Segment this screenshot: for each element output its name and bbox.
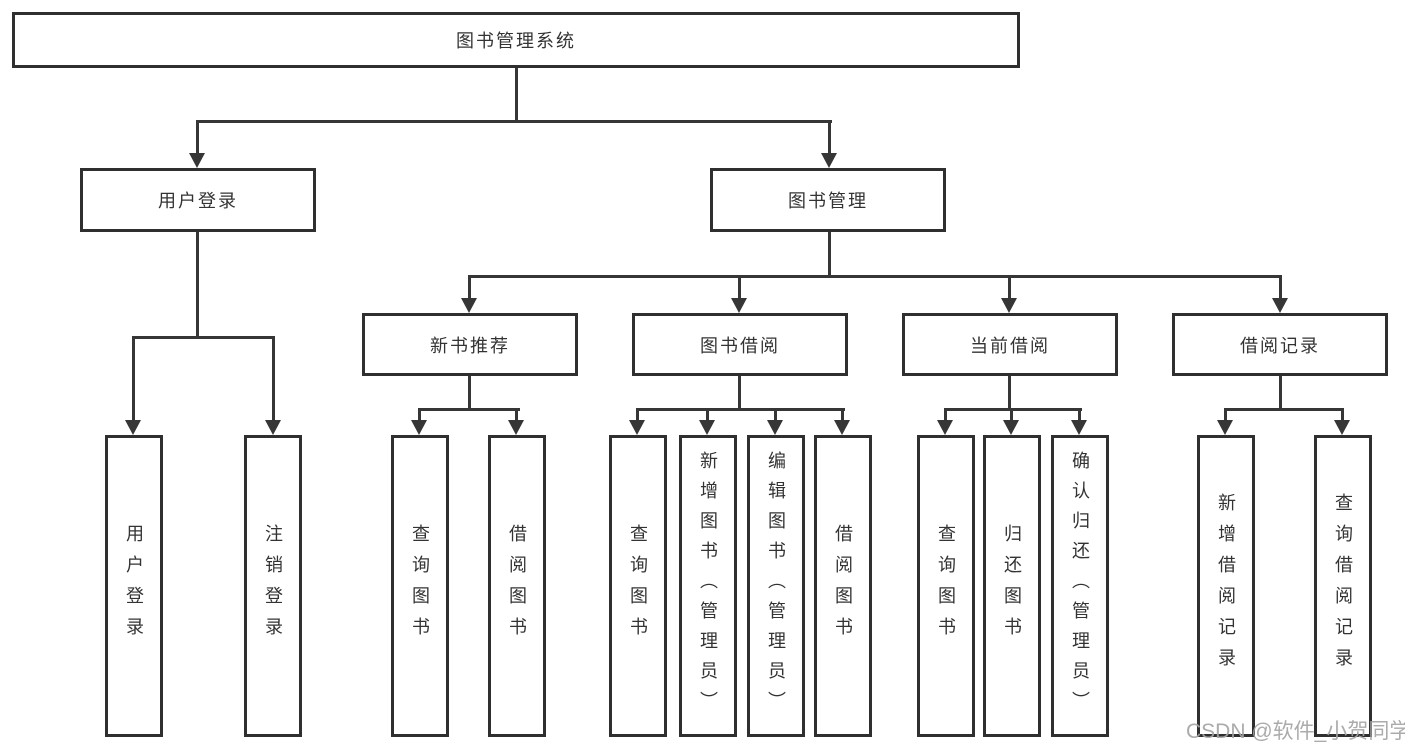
leaf-edit-books-admin-label: 编辑图书（管理员） xyxy=(766,451,786,721)
leaf-borrow-books-recommend-label: 借阅图书 xyxy=(507,524,527,648)
arrowhead-add-record xyxy=(1217,420,1233,435)
connector-drop-user-login xyxy=(196,120,199,154)
leaf-user-login: 用户登录 xyxy=(105,435,163,737)
connector-book-management-rail xyxy=(469,275,1282,278)
arrowhead-return-books xyxy=(1003,420,1019,435)
connector-current-borrowing-rail xyxy=(945,408,1082,411)
node-root-label: 图书管理系统 xyxy=(456,31,576,51)
node-new-book-recommendation: 新书推荐 xyxy=(362,313,578,376)
node-book-borrowing: 图书借阅 xyxy=(632,313,848,376)
node-book-management: 图书管理 xyxy=(710,168,946,232)
leaf-add-books-admin: 新增图书（管理员） xyxy=(679,435,737,737)
leaf-confirm-return-admin-label: 确认归还（管理员） xyxy=(1070,451,1090,721)
leaf-query-books-current-label: 查询图书 xyxy=(936,524,956,648)
arrowhead-leaf-logout xyxy=(265,420,281,435)
connector-drop-borrowing-records xyxy=(1279,275,1282,299)
arrowhead-add-books xyxy=(699,420,715,435)
arrowhead-current-borrowing xyxy=(1001,298,1017,313)
connector-drop-borrow-books-a xyxy=(515,408,518,421)
node-book-borrowing-label: 图书借阅 xyxy=(700,335,780,356)
connector-drop-leaf-user-login xyxy=(132,336,135,421)
connector-new-book-stem xyxy=(468,376,471,408)
connector-drop-confirm-return xyxy=(1078,408,1081,421)
connector-current-borrowing-stem xyxy=(1008,376,1011,408)
leaf-query-books-recommend-label: 查询图书 xyxy=(410,524,430,648)
node-new-book-recommendation-label: 新书推荐 xyxy=(430,335,510,356)
connector-new-book-rail xyxy=(419,408,520,411)
leaf-query-books-borrow-label: 查询图书 xyxy=(628,524,648,648)
arrowhead-query-books-a xyxy=(411,420,427,435)
leaf-edit-books-admin: 编辑图书（管理员） xyxy=(747,435,805,737)
node-current-borrowing: 当前借阅 xyxy=(902,313,1118,376)
arrowhead-borrow-books-b xyxy=(834,420,850,435)
arrowhead-leaf-user-login xyxy=(125,420,141,435)
connector-drop-query-record xyxy=(1341,408,1344,421)
leaf-query-books-borrow: 查询图书 xyxy=(609,435,667,737)
node-book-management-label: 图书管理 xyxy=(788,191,868,211)
connector-user-login-stem xyxy=(196,232,199,336)
connector-drop-edit-books xyxy=(774,408,777,421)
leaf-return-books-label: 归还图书 xyxy=(1002,524,1022,648)
leaf-query-borrow-record-label: 查询借阅记录 xyxy=(1333,493,1353,679)
connector-drop-add-record xyxy=(1224,408,1227,421)
connector-book-borrowing-stem xyxy=(738,376,741,408)
node-borrowing-records: 借阅记录 xyxy=(1172,313,1388,376)
arrowhead-query-books-b xyxy=(629,420,645,435)
arrowhead-new-book xyxy=(461,298,477,313)
leaf-logout-label: 注销登录 xyxy=(263,524,283,648)
leaf-query-borrow-record: 查询借阅记录 xyxy=(1314,435,1372,737)
connector-root-stem xyxy=(515,68,518,120)
leaf-logout: 注销登录 xyxy=(244,435,302,737)
connector-drop-book-borrowing xyxy=(738,275,741,299)
connector-drop-current-borrowing xyxy=(1008,275,1011,299)
arrowhead-query-books-c xyxy=(937,420,953,435)
arrowhead-borrowing-records xyxy=(1272,298,1288,313)
leaf-return-books: 归还图书 xyxy=(983,435,1041,737)
leaf-borrow-books-label: 借阅图书 xyxy=(833,524,853,648)
node-root: 图书管理系统 xyxy=(12,12,1020,68)
arrowhead-query-record xyxy=(1334,420,1350,435)
connector-drop-query-books-c xyxy=(944,408,947,421)
node-user-login-label: 用户登录 xyxy=(158,191,238,211)
leaf-add-borrow-record-label: 新增借阅记录 xyxy=(1216,493,1236,679)
connector-drop-leaf-logout xyxy=(272,336,275,421)
leaf-query-books-current: 查询图书 xyxy=(917,435,975,737)
connector-drop-query-books-a xyxy=(418,408,421,421)
leaf-borrow-books: 借阅图书 xyxy=(814,435,872,737)
arrowhead-confirm-return xyxy=(1071,420,1087,435)
watermark: CSDN @软件_小贺同学 xyxy=(1186,720,1405,743)
node-current-borrowing-label: 当前借阅 xyxy=(970,335,1050,356)
connector-drop-add-books xyxy=(706,408,709,421)
connector-drop-return-books xyxy=(1010,408,1013,421)
connector-borrowing-records-rail xyxy=(1225,408,1344,411)
node-borrowing-records-label: 借阅记录 xyxy=(1240,335,1320,356)
arrowhead-user-login xyxy=(189,153,205,168)
arrowhead-borrow-books-a xyxy=(508,420,524,435)
connector-user-login-rail xyxy=(133,336,275,339)
connector-book-borrowing-rail xyxy=(637,408,845,411)
leaf-query-books-recommend: 查询图书 xyxy=(391,435,449,737)
arrowhead-edit-books xyxy=(767,420,783,435)
connector-root-rail xyxy=(197,120,832,123)
leaf-add-books-admin-label: 新增图书（管理员） xyxy=(698,451,718,721)
connector-drop-book-management xyxy=(828,120,831,154)
leaf-borrow-books-recommend: 借阅图书 xyxy=(488,435,546,737)
connector-drop-borrow-books-b xyxy=(841,408,844,421)
arrowhead-book-borrowing xyxy=(731,298,747,313)
connector-drop-new-book xyxy=(468,275,471,299)
connector-drop-query-books-b xyxy=(636,408,639,421)
leaf-user-login-label: 用户登录 xyxy=(124,524,144,648)
leaf-confirm-return-admin: 确认归还（管理员） xyxy=(1051,435,1109,737)
leaf-add-borrow-record: 新增借阅记录 xyxy=(1197,435,1255,737)
connector-book-management-stem xyxy=(828,232,831,275)
arrowhead-book-management xyxy=(821,153,837,168)
connector-borrowing-records-stem xyxy=(1279,376,1282,408)
node-user-login: 用户登录 xyxy=(80,168,316,232)
